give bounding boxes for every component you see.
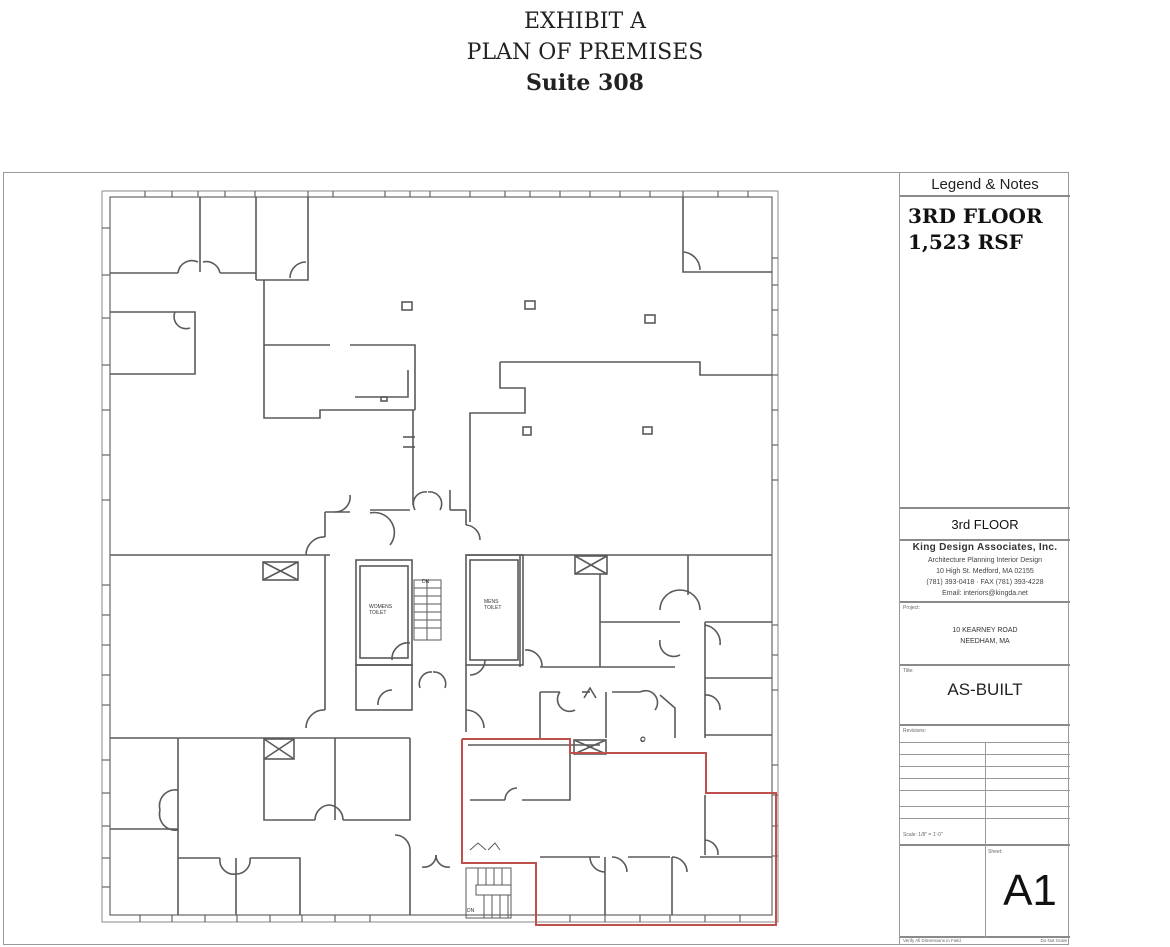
- title-block: Legend & Notes 3RD FLOOR 1,523 RSF 3rd F…: [899, 172, 1070, 945]
- building-outline: [101, 190, 779, 923]
- verify-dimensions-note: Verify All Dimensions in Field: [903, 938, 961, 943]
- sheet-label: Sheet:: [988, 849, 1003, 855]
- revision-divider: [985, 742, 986, 846]
- drawing-title: AS-BUILT: [947, 680, 1023, 699]
- drawing-title-cell: Title: AS-BUILT: [900, 666, 1070, 726]
- floor-note: 3RD FLOOR: [908, 204, 1043, 228]
- footer-notes: Verify All Dimensions in Field Do Not Sc…: [900, 938, 1070, 945]
- sheet-number-cell: Sheet: A1: [900, 846, 1070, 938]
- closet-label: C: [640, 737, 645, 744]
- stair-down-label-lower: DN: [467, 908, 475, 914]
- project-cell: Project: 10 KEARNEY ROAD NEEDHAM, MA: [900, 603, 1070, 666]
- womens-toilet-label-2: TOILET: [369, 610, 386, 616]
- stair-down-label-upper: DN: [422, 579, 430, 585]
- floor-name: 3rd FLOOR: [900, 509, 1070, 541]
- scale-label: Scale: 1/8" = 1'-0": [903, 832, 943, 838]
- suite-title: Suite 308: [526, 70, 644, 96]
- firm-email: Email: interiors@kingda.net: [942, 590, 1028, 597]
- revisions-table: Revisions: Scale: 1/8" = 1'-0": [900, 726, 1070, 846]
- project-address: 10 KEARNEY ROAD NEEDHAM, MA: [900, 625, 1070, 647]
- suite-308-outline: [461, 738, 777, 926]
- project-address-line2: NEEDHAM, MA: [960, 638, 1010, 645]
- do-not-scale-note: Do Not Scale: [1040, 938, 1067, 943]
- revisions-label: Revisions:: [903, 728, 927, 734]
- exhibit-header: EXHIBIT A PLAN OF PREMISES Suite 308: [0, 6, 1170, 99]
- project-address-line1: 10 KEARNEY ROAD: [952, 627, 1018, 634]
- notes-area: 3RD FLOOR 1,523 RSF: [900, 197, 1070, 509]
- sheet-number: A1: [1003, 866, 1057, 915]
- project-label: Project:: [903, 605, 920, 611]
- mens-toilet-label-2: TOILET: [484, 605, 501, 611]
- womens-toilet-label-1: WOMENS: [369, 604, 393, 610]
- exhibit-title: EXHIBIT A: [523, 9, 646, 34]
- title-label: Title:: [903, 668, 914, 674]
- sheet-divider: [985, 846, 986, 938]
- firm-phone: (781) 393-0418 · FAX (781) 393-4228: [926, 579, 1044, 586]
- firm-name: King Design Associates, Inc.: [912, 542, 1058, 553]
- legend-notes-heading: Legend & Notes: [900, 172, 1070, 197]
- firm-address: 10 High St. Medford, MA 02155: [936, 568, 1034, 575]
- mens-toilet-label-1: MENS: [484, 599, 499, 605]
- plan-of-premises-title: PLAN OF PREMISES: [466, 40, 704, 65]
- firm-services: Architecture Planning Interior Design: [927, 557, 1042, 564]
- rsf-note: 1,523 RSF: [908, 230, 1023, 254]
- firm-info: King Design Associates, Inc. Architectur…: [900, 541, 1070, 603]
- drawing-sheet: [3, 172, 1069, 945]
